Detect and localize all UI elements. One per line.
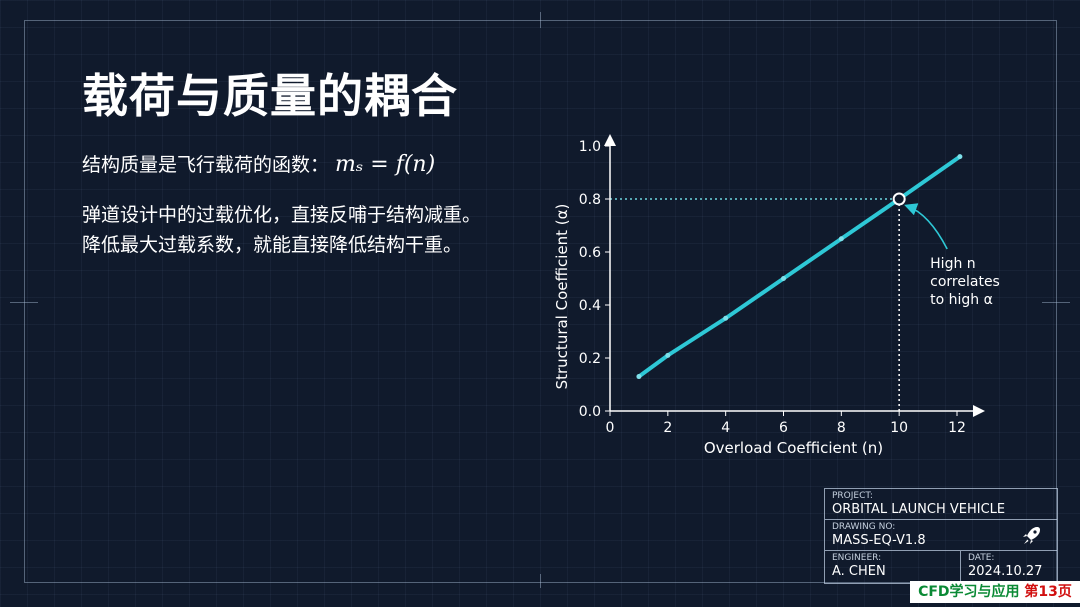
crosshair-left: [10, 302, 38, 303]
x-tick-label-6: 6: [779, 420, 788, 436]
series-line: [636, 154, 962, 379]
formula-math: mₛ = f(n): [335, 152, 436, 177]
x-tick-label-10: 10: [890, 420, 908, 436]
slide-frame: [24, 20, 1057, 583]
description-line-1: 弹道设计中的过载优化，直接反哺于结构减重。: [82, 204, 482, 226]
x-axis-label: Overload Coefficient (n): [704, 439, 883, 457]
y-tick-label-0.2: 0.2: [579, 351, 601, 367]
x-tick-label-2: 2: [663, 420, 672, 436]
title-block-drawing: DRAWING NO: MASS-EQ-V1.8: [825, 520, 1057, 551]
title-block-date: DATE: 2024.10.27: [961, 551, 1057, 583]
data-point-3: [781, 276, 786, 281]
x-tick-label-8: 8: [837, 420, 846, 436]
annotation-line-3: to high α: [930, 292, 993, 308]
y-tick-label-0.6: 0.6: [579, 245, 601, 261]
badge-page: 第13页: [1024, 584, 1072, 600]
x-tick-label-0: 0: [606, 420, 615, 436]
data-point-1: [665, 352, 671, 358]
y-axis-label: Structural Coefficient (α): [553, 204, 571, 390]
title-block: PROJECT: ORBITAL LAUNCH VEHICLE DRAWING …: [824, 488, 1058, 584]
data-point-0: [636, 374, 642, 380]
rocket-icon: [1019, 524, 1045, 548]
x-tick-label-4: 4: [721, 420, 730, 436]
drawing-value: MASS-EQ-V1.8: [832, 533, 926, 548]
highlight-point: [892, 192, 906, 206]
crosshair-bottom: [540, 574, 541, 588]
annotation-arrow: [904, 203, 948, 250]
data-point-4: [838, 236, 844, 242]
engineer-value: A. CHEN: [832, 564, 886, 579]
badge-prefix: CFD学习与应用: [918, 584, 1025, 600]
page-badge: CFD学习与应用 第13页: [910, 581, 1080, 603]
x-tick-label-12: 12: [948, 420, 966, 436]
date-value: 2024.10.27: [968, 564, 1043, 579]
y-tick-label-0.0: 0.0: [579, 404, 601, 420]
project-label: PROJECT:: [832, 491, 873, 501]
formula-line: 结构质量是飞行载荷的函数：mₛ = f(n): [82, 150, 435, 177]
y-tick-label-0.8: 0.8: [579, 192, 601, 208]
data-point-2: [723, 315, 729, 321]
drawing-label: DRAWING NO:: [832, 522, 896, 532]
y-tick-label-0.4: 0.4: [579, 298, 601, 314]
annotation-line-2: correlates: [930, 274, 1000, 290]
engineer-label: ENGINEER:: [832, 553, 882, 563]
formula-text: 结构质量是飞行载荷的函数：: [82, 154, 330, 176]
description: 弹道设计中的过载优化，直接反哺于结构减重。 降低最大过载系数，就能直接降低结构干…: [82, 200, 481, 260]
y-tick-label-1.0: 1.0: [579, 139, 601, 155]
crosshair-top: [540, 12, 541, 28]
title-block-project: PROJECT: ORBITAL LAUNCH VEHICLE: [825, 489, 1057, 520]
annotation-line-1: High n: [930, 256, 976, 272]
title-block-engineer: ENGINEER: A. CHEN: [825, 551, 961, 583]
project-value: ORBITAL LAUNCH VEHICLE: [832, 502, 1006, 517]
date-label: DATE:: [968, 553, 995, 563]
slide-title: 载荷与质量的耦合: [82, 69, 458, 123]
description-line-2: 降低最大过载系数，就能直接降低结构干重。: [82, 234, 463, 256]
data-point-6: [957, 154, 963, 160]
crosshair-right: [1042, 302, 1070, 303]
